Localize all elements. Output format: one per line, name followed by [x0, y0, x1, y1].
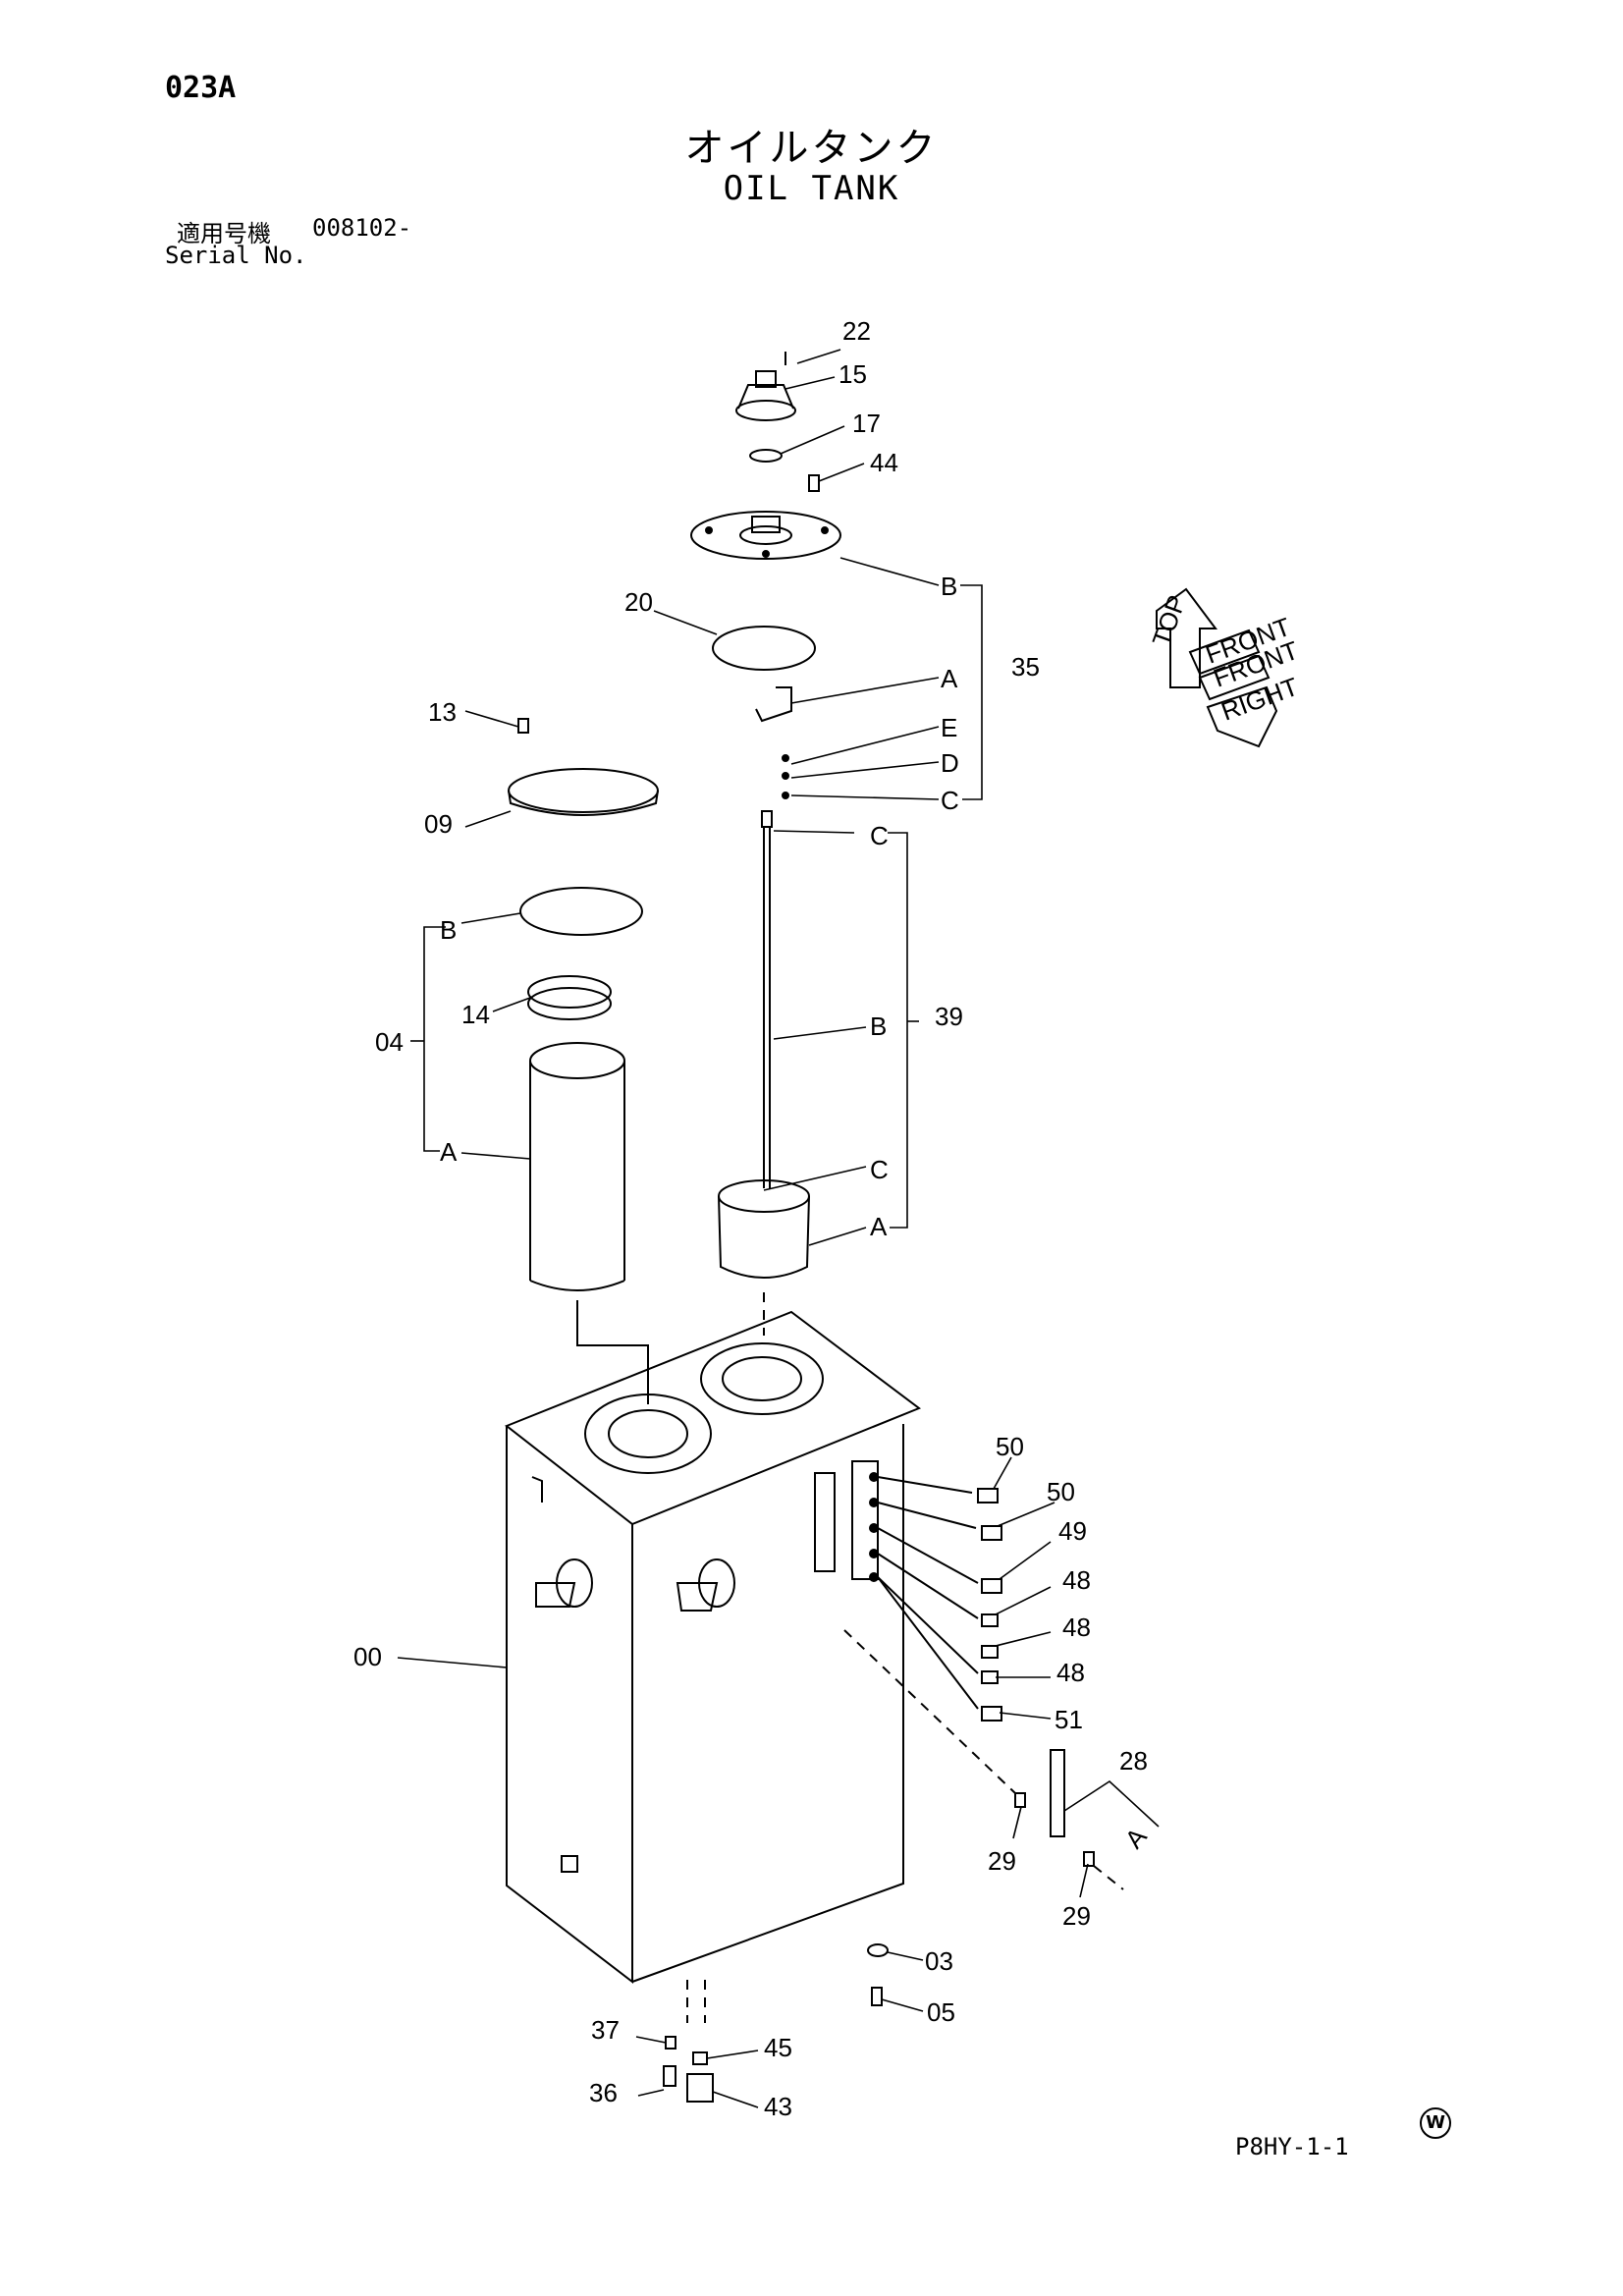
- callout-28-a: A: [1119, 1822, 1154, 1854]
- callout-29-b: 29: [1062, 1901, 1091, 1931]
- callout-50-b: 50: [1047, 1477, 1075, 1506]
- callout-05: 05: [927, 1997, 955, 2027]
- callout-49: 49: [1058, 1516, 1087, 1546]
- w-mark-icon: W: [1420, 2107, 1451, 2139]
- callout-00: 00: [353, 1642, 382, 1671]
- callout-35-e: E: [941, 713, 957, 742]
- arrow-label-top: TOP: [1146, 591, 1191, 650]
- callout-36: 36: [589, 2078, 618, 2107]
- callout-48-b: 48: [1062, 1613, 1091, 1642]
- oil-tank-body: [505, 1310, 922, 2023]
- drawing-number: P8HY-1-1: [1235, 2133, 1349, 2160]
- callout-35-b: B: [941, 572, 957, 601]
- title-english: OIL TANK: [723, 169, 900, 208]
- serial-label-english: Serial No.: [165, 242, 307, 269]
- callout-48-a: 48: [1062, 1565, 1091, 1595]
- callout-39: 39: [935, 1002, 963, 1031]
- callout-22: 22: [842, 316, 871, 346]
- callout-04: 04: [375, 1027, 404, 1057]
- callout-labels: 22 15 17 44 B 20 A 35 E D C 13 09 C B 39…: [353, 316, 1153, 2121]
- callout-50-a: 50: [996, 1432, 1024, 1461]
- callout-20: 20: [624, 587, 653, 617]
- callout-35: 35: [1011, 652, 1040, 682]
- level-gauge-assembly: [718, 810, 810, 1336]
- bracket-assembly: [843, 1629, 1124, 1890]
- orientation-arrows-icon: TOP FRONT FRONT RIGHT: [1146, 587, 1302, 748]
- callout-35-a: A: [941, 664, 958, 693]
- callout-45: 45: [764, 2033, 792, 2062]
- callout-28: 28: [1119, 1746, 1148, 1776]
- serial-label-japanese: 適用号機: [177, 220, 271, 247]
- callout-43: 43: [764, 2092, 792, 2121]
- callout-04-b: B: [440, 915, 457, 945]
- callout-51: 51: [1055, 1705, 1083, 1734]
- callout-39-c-top: C: [870, 821, 889, 850]
- callout-03: 03: [925, 1946, 953, 1976]
- callout-39-a: A: [870, 1212, 888, 1241]
- callout-17: 17: [852, 409, 881, 438]
- callout-14: 14: [461, 1000, 490, 1029]
- callout-39-c-mid: C: [870, 1155, 889, 1184]
- drain-parts: [663, 1943, 889, 2103]
- callout-48-c: 48: [1056, 1658, 1085, 1687]
- filter-assembly: [508, 718, 659, 1404]
- breather-cap-assembly: [690, 352, 841, 799]
- callout-37: 37: [591, 2015, 620, 2045]
- callout-39-b: B: [870, 1011, 887, 1041]
- callout-35-c: C: [941, 786, 959, 815]
- page-code: 023A: [165, 71, 237, 105]
- fittings-group: [877, 1476, 1002, 1722]
- leader-lines: [397, 349, 1160, 2108]
- serial-value: 008102-: [312, 214, 412, 242]
- callout-09: 09: [424, 809, 453, 839]
- callout-29-a: 29: [988, 1846, 1016, 1876]
- callout-04-a: A: [440, 1137, 458, 1167]
- callout-13: 13: [428, 697, 457, 727]
- callout-44: 44: [870, 448, 898, 477]
- title-japanese: オイルタンク: [684, 126, 939, 171]
- callout-35-d: D: [941, 748, 959, 778]
- callout-15: 15: [839, 359, 867, 389]
